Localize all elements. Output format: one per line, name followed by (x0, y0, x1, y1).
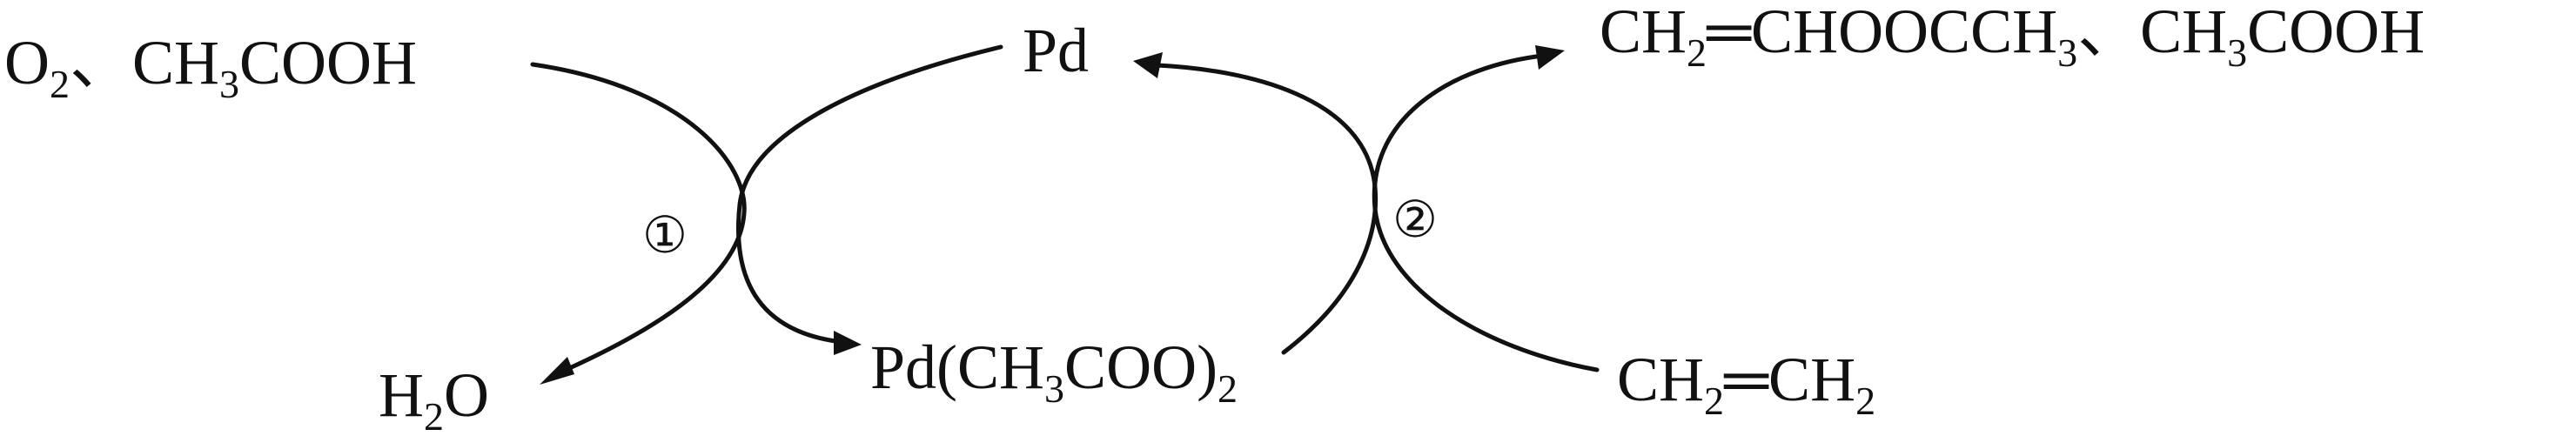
byproduct-water: H2O (379, 360, 489, 436)
products-vinyl-acetate-acetic-acid: CH2═CHOOCCH3、CH3COOH (1600, 0, 2425, 75)
step-2-label: ② (1392, 191, 1438, 248)
step2-arrow-to-products (1372, 54, 1600, 372)
step1-arrow-to-intermediate (736, 44, 1003, 344)
catalyst-arrowhead (1133, 52, 1163, 78)
intermediate-arrowhead (834, 331, 862, 355)
step1-arrow-to-water (530, 62, 747, 372)
reactant-ethylene: CH2═CH2 (1617, 345, 1875, 423)
step-1-label: ① (642, 207, 688, 264)
water-arrowhead (540, 357, 574, 385)
step2-arrow-to-catalyst (1155, 63, 1379, 355)
intermediate-palladium-acetate: Pd(CH3COO)2 (870, 332, 1238, 411)
products-arrowhead (1535, 45, 1565, 70)
reactants-o2-acetic-acid: O2、CH3COOH (4, 28, 417, 106)
catalyst-pd-top: Pd (1023, 16, 1089, 85)
